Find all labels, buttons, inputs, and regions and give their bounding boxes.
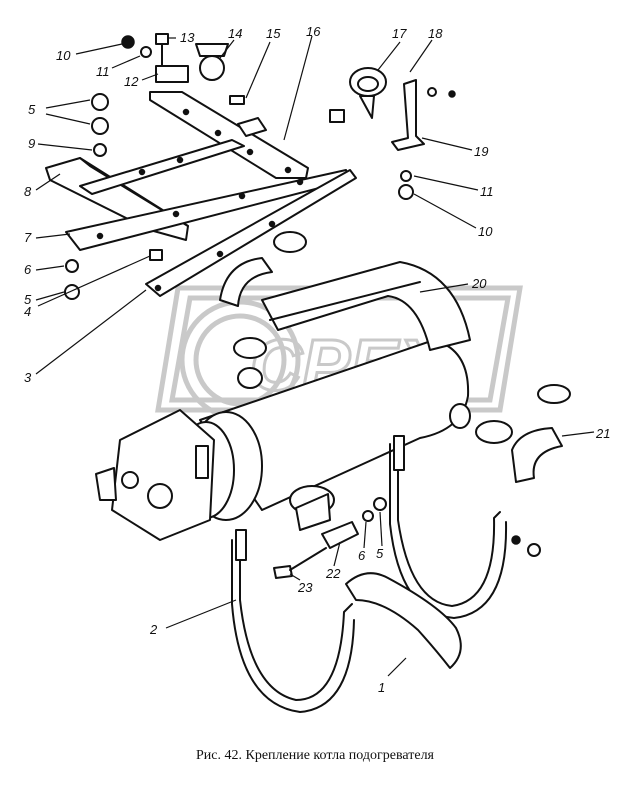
- bracket-3: [145, 169, 357, 297]
- callout-14: 14: [228, 26, 242, 41]
- callout-8: 8: [24, 184, 32, 199]
- strap-1: [345, 572, 462, 669]
- strap-2: [231, 529, 355, 713]
- callout-1: 1: [378, 680, 385, 695]
- callout-11: 11: [480, 184, 494, 199]
- callout-10: 10: [478, 224, 493, 239]
- bracket-16: [149, 91, 309, 179]
- callout-7: 7: [24, 230, 32, 245]
- callout-3: 3: [24, 370, 32, 385]
- figure-caption: Рис. 42. Крепление котла подогревателя: [195, 748, 434, 763]
- strap-other: [389, 435, 508, 619]
- callout-9: 9: [28, 136, 35, 151]
- callout-16: 16: [306, 24, 321, 39]
- callout-22: 22: [325, 566, 341, 581]
- callout-5: 5: [24, 292, 32, 307]
- hose-upper: [219, 231, 307, 359]
- callout-20: 20: [471, 276, 487, 291]
- callout-6: 6: [24, 262, 32, 277]
- crossbar-upper: [79, 139, 245, 195]
- heater-boiler: [95, 261, 471, 541]
- bracket-19: [391, 79, 456, 200]
- hose-21: [475, 384, 571, 483]
- callout-23: 23: [297, 580, 313, 595]
- callout-11: 11: [96, 64, 110, 79]
- callout-5: 5: [376, 546, 384, 561]
- callout-19: 19: [474, 144, 488, 159]
- callout-2: 2: [149, 622, 158, 637]
- callout-17: 17: [392, 26, 407, 41]
- hardware-top-left: [64, 33, 245, 300]
- callout-5: 5: [28, 102, 36, 117]
- callout-labels: 10 11 13 12 14 15 16 17 18 5 9 19 8 11 1…: [24, 24, 610, 695]
- leader-lines: [35, 35, 595, 677]
- callout-10: 10: [56, 48, 71, 63]
- callout-18: 18: [428, 26, 443, 41]
- callout-12: 12: [124, 74, 139, 89]
- clamp-17: [329, 67, 387, 123]
- callout-6: 6: [358, 548, 366, 563]
- callout-13: 13: [180, 30, 195, 45]
- callout-21: 21: [595, 426, 610, 441]
- hardware-lower: [273, 497, 541, 579]
- callout-15: 15: [266, 26, 281, 41]
- callout-4: 4: [24, 304, 31, 319]
